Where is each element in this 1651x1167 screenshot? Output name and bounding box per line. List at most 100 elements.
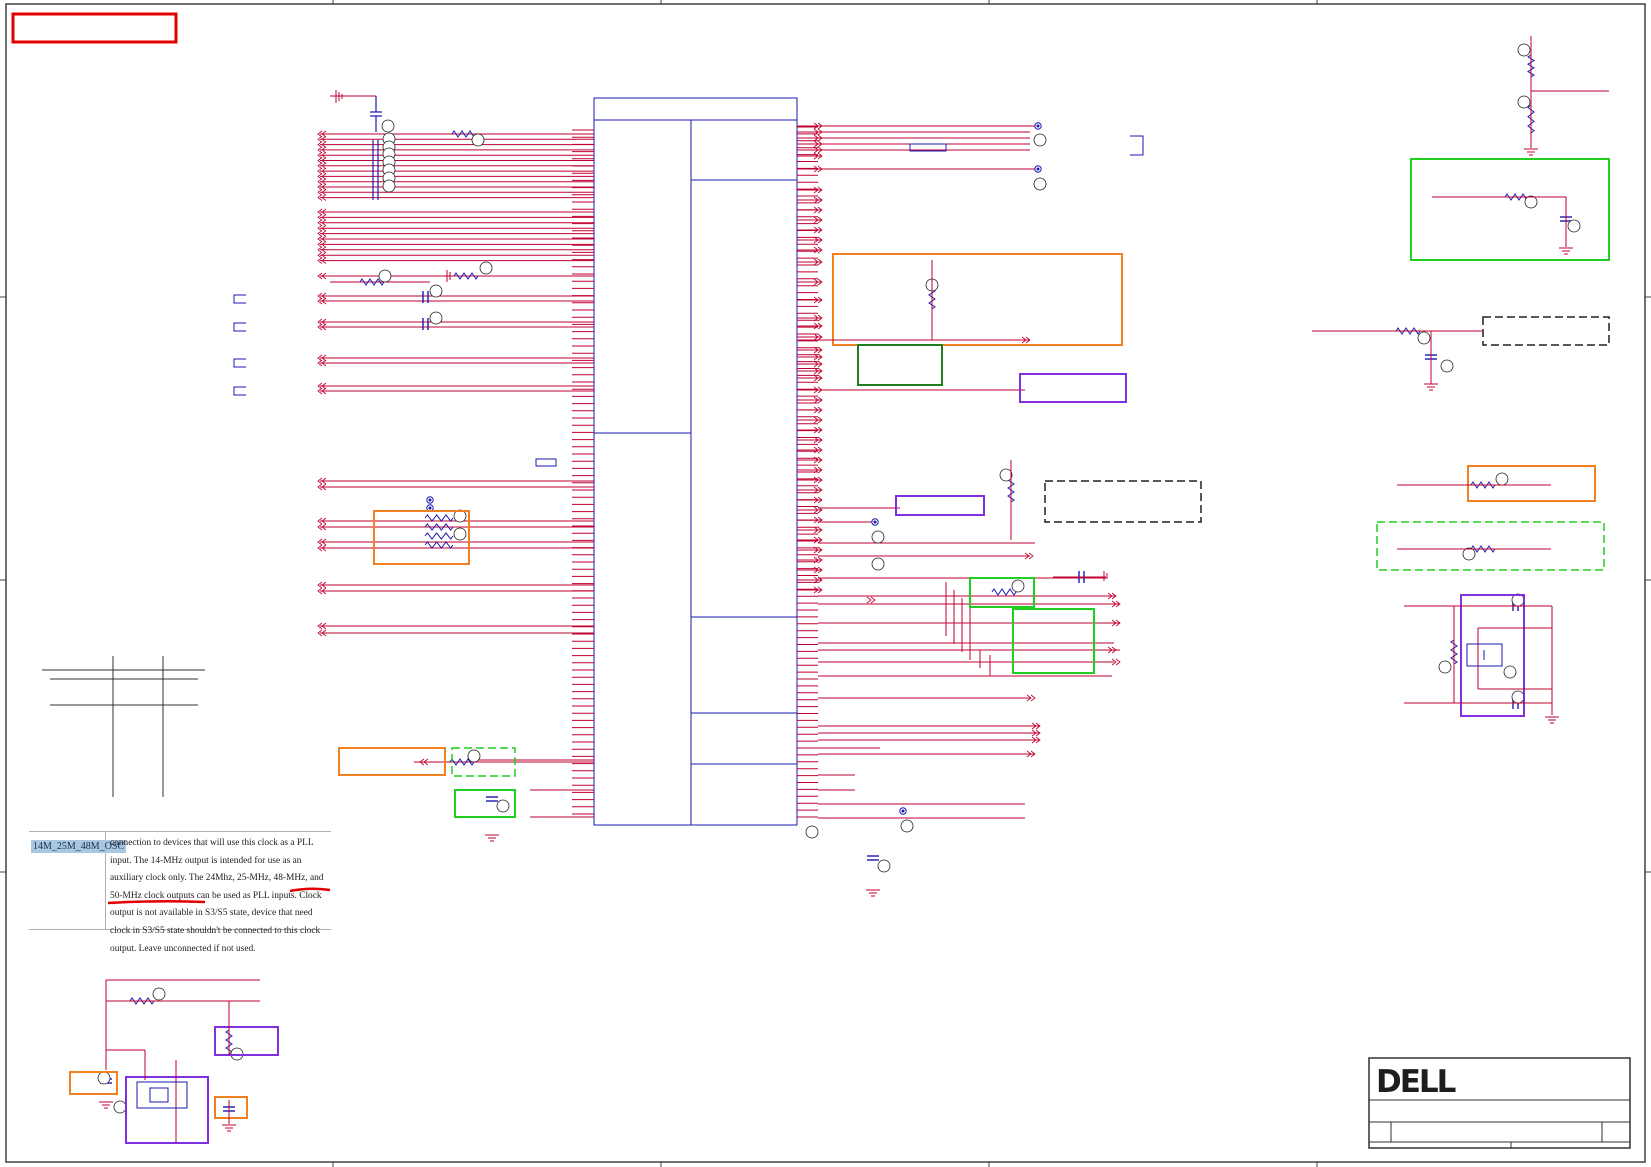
- off-page-connector: [317, 257, 327, 264]
- gp-marker: [1495, 472, 1509, 486]
- pin-connector: [813, 436, 823, 444]
- gp-marker: [97, 1071, 111, 1085]
- gp-marker: [113, 1100, 127, 1114]
- off-page-connector: [317, 194, 327, 201]
- gp-marker: [1438, 660, 1452, 674]
- pin-connector: [813, 196, 823, 204]
- purple-box-crystal-bottom: [125, 1076, 209, 1144]
- left-off-page-connectors: [317, 130, 429, 766]
- pin-connector: [813, 146, 823, 154]
- off-page-connector: [317, 224, 327, 232]
- off-page-connector: [317, 173, 327, 180]
- test-point-symbols: [426, 122, 1042, 815]
- pin-connector: [813, 186, 823, 194]
- lower-left-table-grid: [42, 656, 205, 797]
- pin-connector: [813, 386, 823, 394]
- purple-box-bottom-left: [214, 1026, 279, 1056]
- pin-connector: [813, 496, 823, 504]
- pin-connector: [813, 258, 823, 266]
- dashed-box-right-top: [1482, 316, 1610, 346]
- resistor: [359, 278, 385, 286]
- off-page-connector: [317, 354, 327, 362]
- note-description: connection to devices that will use this…: [110, 838, 324, 954]
- ferrite-bead: [909, 143, 947, 152]
- off-page-connector: [317, 581, 327, 589]
- off-page-connector: [317, 178, 327, 186]
- gp-marker-badges: [97, 43, 1581, 1114]
- off-page-connector: [317, 241, 327, 248]
- ground-symbol: [330, 90, 376, 103]
- decoupling-capacitor-array: [370, 96, 382, 200]
- pin-connector: [813, 406, 823, 414]
- off-page-connector: [1111, 619, 1121, 627]
- gp-marker: [381, 119, 395, 133]
- orange-box-top-center: [832, 253, 1123, 346]
- capacitor-symbols: [100, 216, 1572, 1112]
- pin-connector: [813, 236, 823, 244]
- note-underlines: [107, 887, 331, 905]
- off-page-connector: [317, 318, 327, 326]
- pin-connector: [813, 416, 823, 424]
- off-page-connector: [317, 214, 327, 221]
- pin-connector: [813, 152, 823, 160]
- dashed-box-center: [1044, 480, 1202, 523]
- pin-connector: [813, 128, 823, 136]
- off-page-connector: [317, 483, 327, 491]
- off-page-connector: [317, 162, 327, 170]
- off-page-connector: [317, 477, 327, 485]
- gp-marker: [1517, 95, 1531, 109]
- pin-connector: [813, 396, 823, 404]
- gp-marker: [999, 468, 1013, 482]
- green-box-small: [969, 577, 1035, 608]
- pin-connector: [813, 546, 823, 554]
- off-page-connector: [1111, 658, 1121, 666]
- pin-connector: [813, 346, 823, 354]
- dashed-boxes: [451, 316, 1610, 777]
- off-page-connector: [1031, 729, 1041, 737]
- off-page-connector: [317, 538, 327, 546]
- main-ic-symbol: [593, 97, 798, 826]
- off-page-connector: [317, 246, 327, 254]
- off-page-connector: [1026, 694, 1036, 702]
- off-page-connector: [317, 188, 327, 196]
- gp-marker: [1440, 359, 1454, 373]
- gp-marker: [471, 133, 485, 147]
- off-page-connector: [317, 130, 327, 138]
- resistor: [453, 272, 479, 280]
- off-page-connector: [317, 359, 327, 367]
- pin-connector: [813, 278, 823, 286]
- green-box-mid: [1012, 608, 1095, 674]
- gp-marker: [805, 825, 819, 839]
- off-page-connector: [317, 387, 327, 395]
- pin-connector: [813, 476, 823, 484]
- left-bus-wires: [320, 133, 594, 818]
- crystal-right: [1466, 643, 1503, 667]
- gp-marker: [382, 179, 396, 193]
- pin-connector: [813, 216, 823, 224]
- purple-box-crystal-right: [1460, 594, 1525, 717]
- gp-marker: [496, 799, 510, 813]
- off-page-connector: [866, 596, 876, 604]
- gp-marker: [877, 859, 891, 873]
- off-page-connector: [317, 629, 327, 637]
- pin-connector: [813, 360, 823, 368]
- off-page-connector: [317, 151, 327, 159]
- off-page-connector: [317, 297, 327, 305]
- purple-box-small: [895, 495, 985, 516]
- pin-connector: [813, 140, 823, 148]
- resistor: [424, 541, 454, 549]
- pin-connector: [813, 367, 823, 375]
- orange-box-left-mid: [373, 510, 470, 565]
- resistor: [424, 523, 454, 531]
- pin-connector: [813, 486, 823, 494]
- off-page-connector: [317, 272, 327, 280]
- pin-connector: [813, 322, 823, 330]
- off-page-connector: [317, 323, 327, 331]
- off-page-connector: [1024, 552, 1034, 560]
- right-off-page-connectors: [813, 122, 1121, 758]
- gp-marker: [900, 819, 914, 833]
- off-page-connector: [1107, 646, 1117, 654]
- pin-connector: [813, 536, 823, 544]
- off-page-connector: [1031, 736, 1041, 744]
- off-page-connector: [317, 622, 327, 630]
